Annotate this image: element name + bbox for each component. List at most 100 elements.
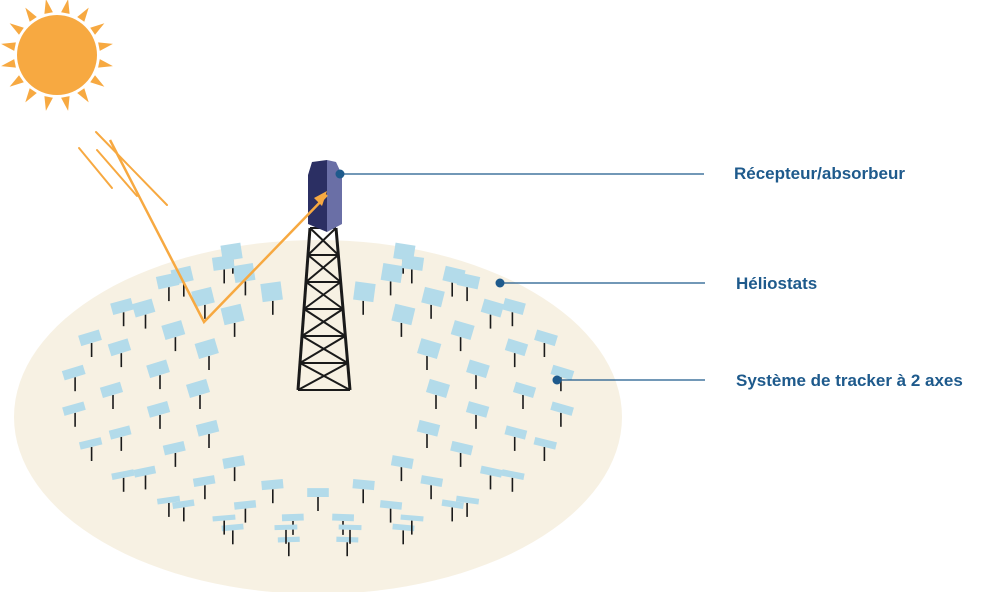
heliostat-icon [550,401,574,427]
heliostat-icon [391,303,416,337]
heliostat-mirror [146,359,170,379]
heliostat-mirror [108,425,132,440]
heliostat-icon [456,272,481,302]
heliostat-icon [110,297,134,327]
heliostat-icon [277,536,300,557]
sun-ray-spike [1,59,16,68]
tower-brace [307,254,342,283]
ground-field [14,240,622,592]
heliostat-icon [155,272,180,302]
heliostat-mirror [194,338,219,359]
light-path-arrowhead [314,191,327,206]
tower-brace [297,362,349,391]
heliostat-icon [211,254,235,284]
heliostat-mirror [400,514,424,522]
heliostat-mirror [172,499,195,509]
heliostat-mirror [162,440,186,456]
heliostat-mirror [533,437,557,450]
tower-brace [299,362,351,391]
heliostat-icon [390,455,414,482]
heliostat-mirror [211,254,235,271]
heliostat-icon [222,455,246,482]
heliostat-icon [380,263,404,296]
heliostat-mirror [392,523,415,532]
heliostat-icon [161,320,186,352]
heliostat-icon [232,262,256,296]
heliostat-mirror [111,469,135,480]
sun-disc [17,15,97,95]
heliostat-mirror [450,440,474,456]
heliostat-mirror [456,272,481,290]
heliostat-mirror [534,329,558,347]
sun-ray-spike [98,59,113,68]
tower-brace [301,308,344,337]
tracker-label: Système de tracker à 2 axes [736,371,963,390]
heliostat-mirror [133,465,157,478]
callout-dot-receiver [335,169,345,179]
heliostat-mirror [261,479,284,491]
heliostat-mirror [107,338,132,357]
heliostat-icon [504,338,529,368]
heliostat-mirror [186,378,211,399]
heliostat-mirror [281,513,304,522]
heliostat-mirror [192,475,216,488]
heliostat-mirror [274,524,298,531]
heliostat-mirror [332,513,355,522]
callout-lines [340,173,705,381]
heliostat-mirror [421,286,445,308]
tower-brace [307,227,337,256]
heliostat-icon [131,298,156,329]
heliostat-icon [108,425,132,451]
heliostat-icon [220,303,245,337]
sun-ray-spike [25,88,37,103]
heliostat-mirror [504,338,529,357]
sun-ray [96,149,138,197]
callout-dot-heliostats [495,278,505,288]
heliostat-mirror [99,381,124,399]
heliostat-mirror [232,262,256,284]
sun-ray-spike [90,23,105,35]
heliostat-icon [480,298,505,329]
heliostat-icon [307,488,329,511]
heliostat-icon [416,419,441,448]
heliostat-icon [194,338,219,370]
heliostat-icon [455,495,480,517]
tower-brace [309,227,340,256]
heliostat-mirror [222,455,246,469]
heliostat-mirror [352,479,375,491]
heliostat-icon [260,281,283,315]
heliostat-mirror [146,401,171,418]
heliostat-field [61,242,575,557]
heliostat-icon [146,359,170,390]
heliostat-icon [441,499,464,522]
heliostat-icon [192,475,216,500]
heliostat-mirror [390,455,414,469]
heliostat-icon [504,425,528,451]
heliostat-mirror [441,499,464,510]
heliostat-icon [353,281,376,315]
heliostat-icon [212,514,236,535]
heliostat-mirror [277,536,300,543]
heliostat-icon [233,500,257,523]
sun-ray-spike [77,7,89,22]
heliostat-icon [480,465,503,490]
heliostat-mirror [401,254,425,271]
heliostat-mirror [480,465,503,478]
heliostat-icon [274,524,298,544]
heliostat-icon [465,401,490,429]
sun-ray-spike [61,0,70,14]
heliostat-icon [534,329,558,357]
heliostat-icon [466,359,490,390]
tower-brace [305,281,344,310]
heliostat-mirror [212,514,236,522]
heliostat-mirror [221,523,244,532]
sun-ray-spike [44,96,53,111]
heliostat-icon [99,381,124,409]
sun-rays [78,131,168,206]
heliostat-mirror [307,488,329,497]
heliostat-icon [420,475,444,500]
heliostat-mirror [450,320,475,341]
heliostat-icon [417,338,442,370]
